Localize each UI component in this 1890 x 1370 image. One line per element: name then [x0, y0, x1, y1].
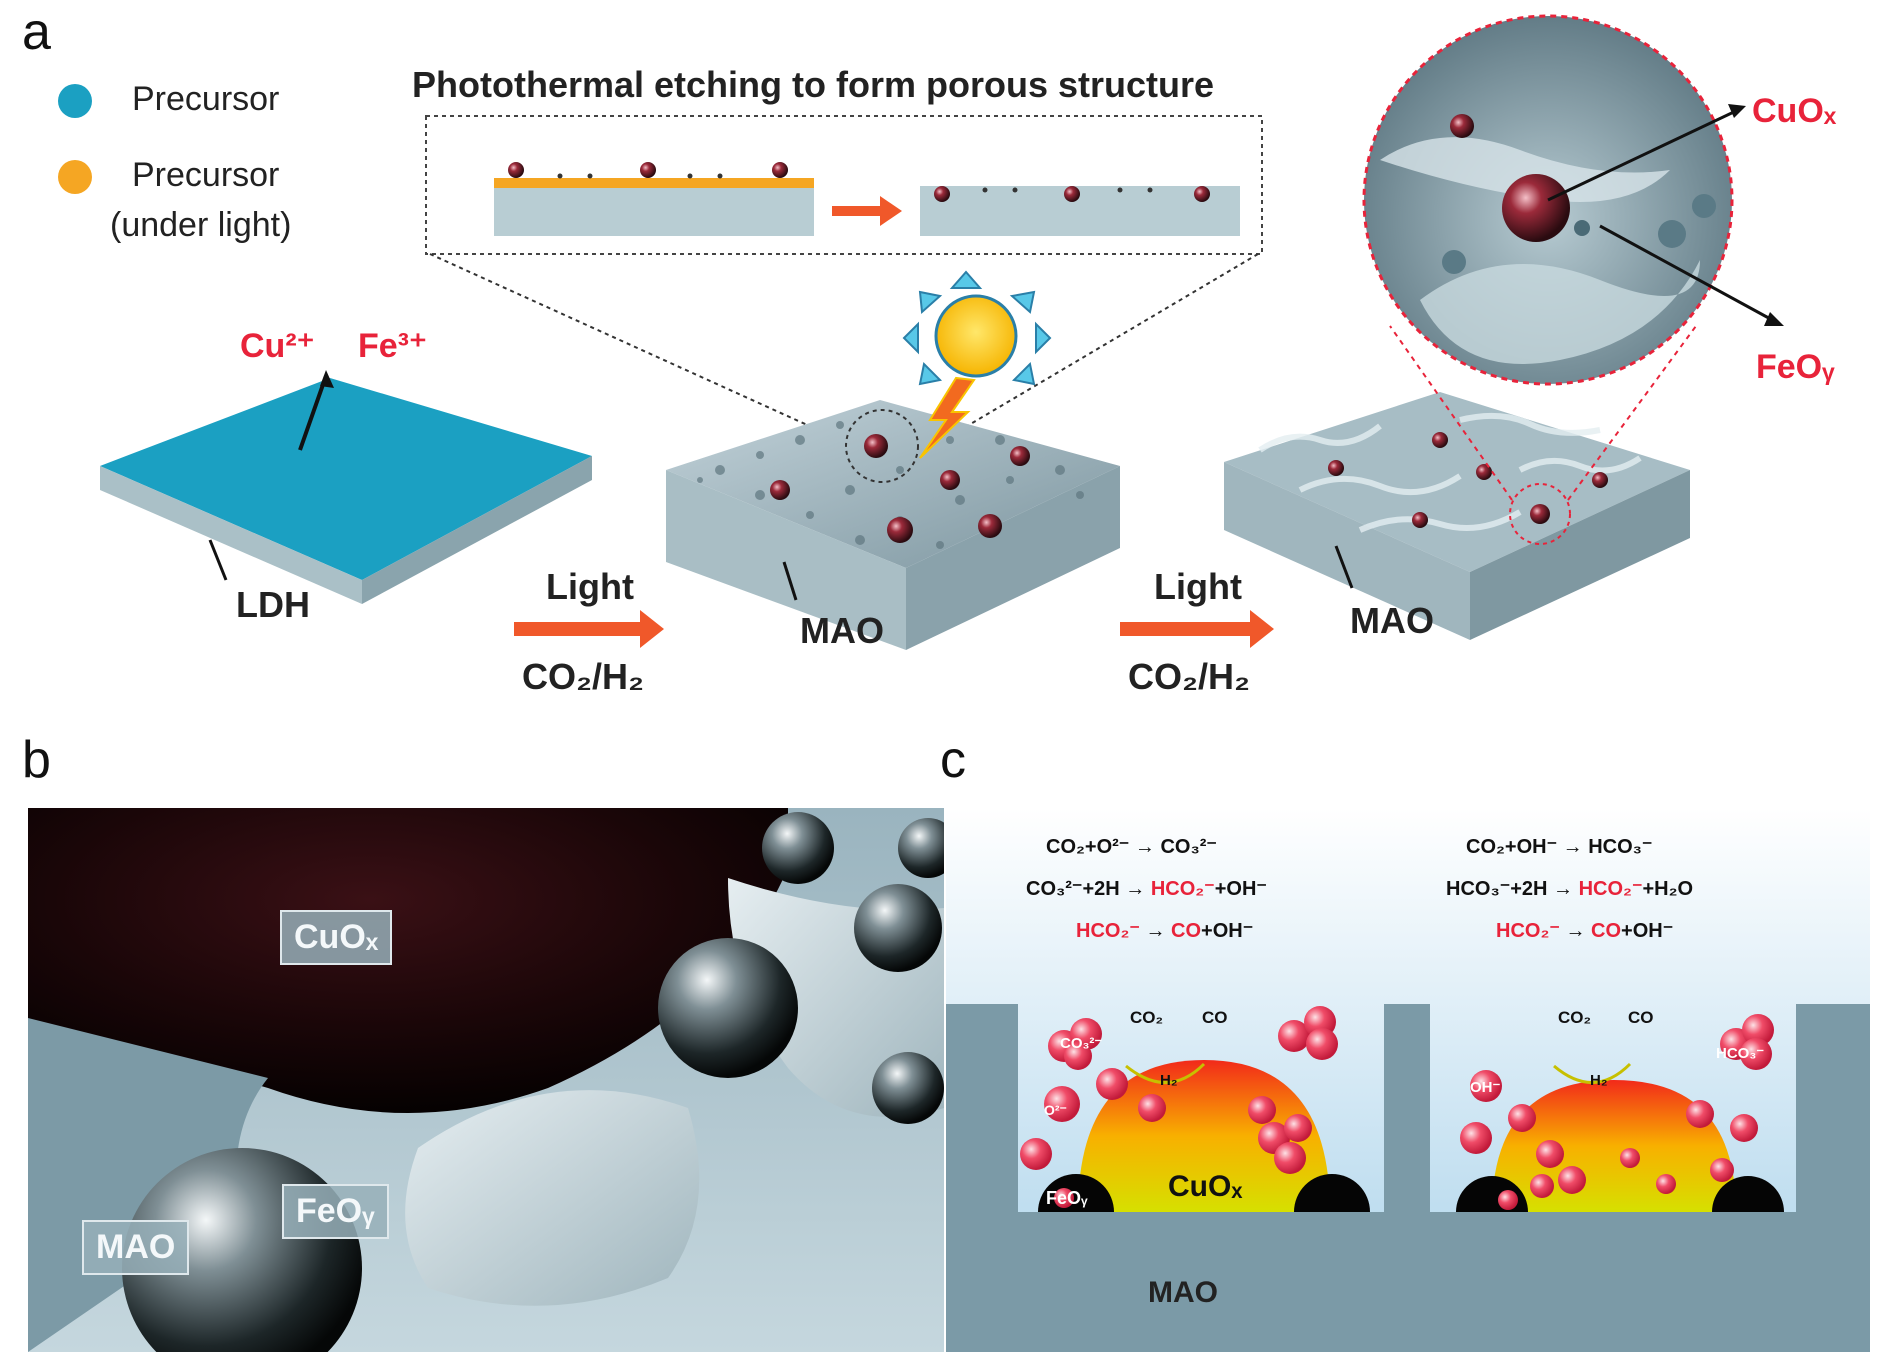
left-well-cuox: CuOₓ: [1168, 1170, 1243, 1203]
panel-b-cuox: CuOₓ: [280, 910, 393, 965]
lightning-icon: [919, 376, 976, 459]
right-well-co2: CO₂: [1558, 1008, 1592, 1027]
left-eq-3: HCO₂⁻ → CO+OH⁻: [1076, 920, 1254, 942]
arrow1-top: Light: [546, 566, 634, 607]
left-eq-2: CO₃²⁻+2H → HCO₂⁻+OH⁻: [1026, 878, 1267, 900]
left-well-feoy: FeOᵧ: [1046, 1188, 1088, 1208]
mao-slab-2: [1224, 392, 1690, 640]
inset-arrow: [832, 196, 902, 226]
mao2-ridges: [1258, 412, 1642, 533]
arrow2-top: Light: [1154, 566, 1242, 607]
legend-dot-precursor: [58, 84, 92, 118]
legend-dot-precursor-light: [58, 160, 92, 194]
mao2-particles: [1328, 432, 1608, 528]
left-well-h2: H₂: [1160, 1072, 1178, 1089]
ldh-slab: [100, 378, 592, 604]
inset-title: Photothermal etching to form porous stru…: [412, 64, 1215, 105]
left-well-co3: CO₃²⁻: [1060, 1035, 1103, 1052]
inset-particles-left: [508, 162, 788, 179]
right-eq-2: HCO₃⁻+2H → HCO₂⁻+H₂O: [1446, 878, 1694, 900]
inset-slab-right: [920, 186, 1240, 236]
legend-label-under-light: (under light): [110, 206, 292, 244]
ion-fe: Fe³⁺: [358, 327, 427, 365]
panel-letter-a: a: [22, 3, 51, 61]
panel-a-drawing: [100, 14, 1784, 650]
legend-label-precursor: Precursor: [132, 80, 280, 118]
process-arrow-1: [514, 610, 664, 648]
mao-slab-1: [666, 400, 1120, 650]
sun-icon: [902, 270, 1052, 386]
inset-particles-right: [934, 186, 1210, 202]
mao-label-1: MAO: [800, 610, 884, 651]
legend-label-precursor-light: Precursor: [132, 156, 280, 194]
arrow1-bottom: CO₂/H₂: [522, 656, 644, 697]
panel-b-render: [28, 808, 944, 1352]
ion-pointer: [298, 375, 328, 451]
panel-c-drawing: [946, 808, 1870, 1352]
panel-b-feoy: FeOᵧ: [282, 1184, 389, 1239]
left-well-o: O²⁻: [1044, 1102, 1067, 1118]
inset-slab-left: [494, 186, 814, 236]
zoom-label-feoy: FeOᵧ: [1756, 348, 1835, 386]
panel-b-mao: MAO: [82, 1220, 190, 1275]
inset-box: [425, 115, 1263, 255]
panel-c: CO₂+O²⁻ → CO₃²⁻ CO₃²⁻+2H → HCO₂⁻+OH⁻ HCO…: [946, 808, 1870, 1352]
panel-letter-b: b: [22, 731, 51, 789]
right-eq-3: HCO₂⁻ → CO+OH⁻: [1496, 920, 1674, 942]
ion-cu: Cu²⁺: [240, 327, 315, 365]
mao-label-2: MAO: [1350, 600, 1434, 641]
arrow2-bottom: CO₂/H₂: [1128, 656, 1250, 697]
panel-c-mao: MAO: [1148, 1276, 1218, 1309]
right-well-co: CO: [1628, 1008, 1654, 1027]
right-well-hco3: HCO₃⁻: [1716, 1045, 1765, 1062]
right-eq-1: CO₂+OH⁻ → HCO₃⁻: [1466, 836, 1653, 858]
process-arrow-2: [1120, 610, 1274, 648]
inset-precursor-layer: [494, 178, 814, 188]
mao1-particles: [770, 434, 1030, 543]
right-well-h2: H₂: [1590, 1072, 1608, 1089]
zoom-label-cuox: CuOₓ: [1752, 92, 1837, 130]
panel-b: CuOₓ FeOᵧ MAO: [28, 808, 944, 1352]
panel-letter-c: c: [940, 731, 966, 789]
left-well-co: CO: [1202, 1008, 1228, 1027]
ldh-label: LDH: [236, 584, 310, 625]
panel-a: Precursor Precursor (under light) Photot…: [58, 14, 1837, 697]
right-well-oh: OH⁻: [1470, 1079, 1501, 1096]
left-well-co2: CO₂: [1130, 1008, 1164, 1027]
left-eq-1: CO₂+O²⁻ → CO₃²⁻: [1046, 836, 1217, 858]
